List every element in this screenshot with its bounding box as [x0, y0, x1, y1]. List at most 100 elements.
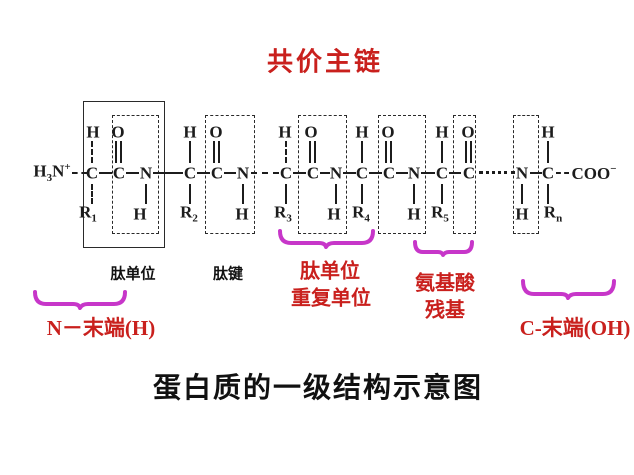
backbone-atom: N	[407, 163, 421, 183]
peptide-unit-solid-box	[83, 101, 165, 248]
double-bond-line	[470, 141, 472, 163]
backbone-atom: C	[112, 163, 126, 183]
bond-vertical	[189, 141, 191, 163]
repeat-unit-label-line1: 肽单位	[300, 260, 360, 283]
bond-vertical	[91, 184, 93, 204]
bond	[343, 172, 356, 174]
residue-brace	[413, 240, 474, 257]
backbone-atom: N	[236, 163, 250, 183]
double-bond-line	[115, 141, 117, 163]
bond-vertical	[145, 184, 147, 204]
subscript: 4	[364, 212, 370, 225]
r-group: R5	[431, 203, 449, 224]
o-atom: O	[461, 122, 475, 142]
h-atom: H	[278, 122, 292, 142]
bond-vertical	[361, 141, 363, 163]
h-atom: H	[435, 122, 449, 142]
backbone-atom: N	[515, 163, 529, 183]
n-terminus-label: N－末端(H)	[46, 316, 156, 340]
r-group: R1	[79, 203, 97, 224]
backbone-atom: N	[139, 163, 153, 183]
n-terminus-brace	[33, 290, 127, 310]
atom-label: H	[515, 204, 529, 224]
repeat-unit-label-line2: 重复单位	[291, 287, 371, 310]
residue-label-line1: 氨基酸	[415, 272, 475, 295]
backbone-atom: C	[210, 163, 224, 183]
subscript: 3	[46, 172, 53, 185]
bond	[251, 172, 279, 174]
bond	[449, 172, 461, 174]
atom-label: R	[180, 202, 193, 222]
atom-label: COO	[571, 163, 611, 183]
superscript: +	[64, 160, 71, 173]
backbone-atom: C	[85, 163, 99, 183]
bond-vertical	[189, 184, 191, 204]
subscript: n	[556, 212, 563, 225]
peptide-unit-label: 肽单位	[110, 265, 156, 283]
bond-vertical	[335, 184, 337, 204]
bond	[224, 172, 236, 174]
amide-h: H	[407, 206, 420, 223]
atom-label: R	[79, 202, 92, 222]
chain-continuation-dots	[479, 171, 515, 174]
c-terminus-label: C-末端(OH)	[519, 316, 631, 340]
amide-h: H	[133, 206, 146, 223]
r-group: R3	[274, 203, 292, 224]
o-atom: O	[111, 122, 125, 142]
residue-label-line2: 残基	[425, 299, 465, 322]
bond-vertical	[521, 184, 523, 204]
o-atom: O	[381, 122, 395, 142]
bond-vertical	[285, 184, 287, 204]
backbone-atom: C	[306, 163, 320, 183]
o-atom: O	[304, 122, 318, 142]
o-atom: O	[209, 122, 223, 142]
bond	[369, 172, 382, 174]
atom-label: H	[407, 204, 421, 224]
amide-h: H	[515, 206, 528, 223]
h-atom: H	[355, 122, 369, 142]
peptide-bond-dashed-box	[112, 115, 159, 234]
carboxyl-terminal-group: COO−	[571, 164, 616, 182]
atom-label: R	[352, 202, 365, 222]
r-group: R4	[352, 203, 370, 224]
amino-terminal-group: H3N+	[33, 160, 71, 185]
r-group: Rn	[544, 203, 562, 224]
double-bond-line	[385, 141, 387, 163]
bond	[197, 172, 210, 174]
r-group: R2	[180, 203, 198, 224]
repeat-unit-brace	[278, 229, 375, 249]
bond	[320, 172, 330, 174]
bond-vertical	[547, 141, 549, 163]
backbone-atom: C	[355, 163, 369, 183]
c-terminus-brace	[521, 279, 616, 300]
bond-vertical	[413, 184, 415, 204]
bond	[396, 172, 408, 174]
double-bond-line	[120, 141, 122, 163]
backbone-atom: C	[435, 163, 449, 183]
backbone-atom: C	[279, 163, 293, 183]
subscript: 5	[443, 212, 449, 225]
atom-label: H	[235, 204, 249, 224]
double-bond-line	[309, 141, 311, 163]
amide-dashed-box	[513, 115, 539, 234]
bond	[556, 172, 569, 174]
atom-label: N	[52, 161, 65, 181]
peptide-bond-dashed-box	[205, 115, 255, 234]
atom-label: R	[274, 202, 287, 222]
bond-vertical	[441, 141, 443, 163]
amide-h: H	[327, 206, 340, 223]
atom-label: R	[543, 202, 557, 222]
atom-label: H	[327, 204, 341, 224]
bond-vertical	[242, 184, 244, 204]
superscript: −	[610, 163, 617, 176]
bond	[530, 172, 542, 174]
diagram-caption: 蛋白质的一级结构示意图	[152, 373, 484, 404]
diagram-title: 共价主链	[266, 46, 384, 77]
subscript: 3	[286, 212, 292, 225]
double-bond-line	[218, 141, 220, 163]
bond-vertical	[91, 141, 93, 163]
bond	[421, 172, 435, 174]
h-atom: H	[86, 122, 100, 142]
bond-vertical	[547, 184, 549, 204]
